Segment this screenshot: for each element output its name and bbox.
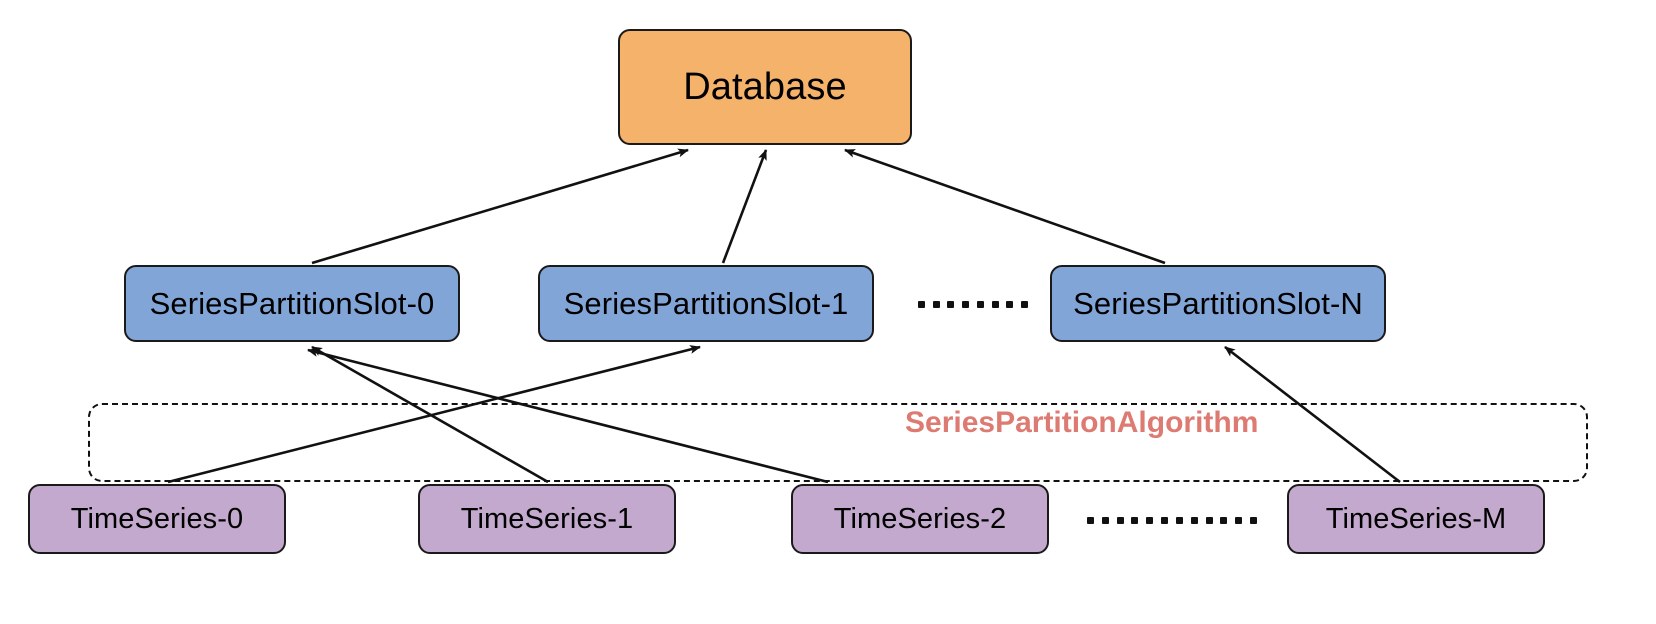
- series-row-ellipsis-icon: [1087, 516, 1257, 524]
- node-series-partition-slot-1[interactable]: SeriesPartitionSlot-1: [538, 265, 874, 342]
- node-series-partition-slot-n-label: SeriesPartitionSlot-N: [1073, 285, 1363, 321]
- series-partition-algorithm-region: [88, 403, 1588, 482]
- node-time-series-m[interactable]: TimeSeries-M: [1287, 484, 1545, 554]
- slot-row-ellipsis-icon: [918, 300, 1028, 308]
- node-time-series-1-label: TimeSeries-1: [460, 502, 634, 535]
- node-time-series-2[interactable]: TimeSeries-2: [791, 484, 1049, 554]
- node-series-partition-slot-0-label: SeriesPartitionSlot-0: [149, 285, 435, 321]
- node-time-series-2-label: TimeSeries-2: [833, 502, 1007, 535]
- node-time-series-0-label: TimeSeries-0: [70, 502, 244, 535]
- node-time-series-1[interactable]: TimeSeries-1: [418, 484, 676, 554]
- node-series-partition-slot-n[interactable]: SeriesPartitionSlot-N: [1050, 265, 1386, 342]
- node-series-partition-slot-1-label: SeriesPartitionSlot-1: [563, 285, 849, 321]
- node-database-label: Database: [683, 65, 847, 108]
- series-partition-algorithm-label: SeriesPartitionAlgorithm: [905, 406, 1259, 439]
- edge-slot1-to-database: [721, 149, 768, 264]
- node-database[interactable]: Database: [618, 29, 912, 145]
- node-series-partition-slot-0[interactable]: SeriesPartitionSlot-0: [124, 265, 460, 342]
- edge-slot0-to-database: [311, 148, 689, 265]
- edge-slotN-to-database: [844, 148, 1166, 265]
- node-time-series-m-label: TimeSeries-M: [1325, 502, 1507, 535]
- node-time-series-0[interactable]: TimeSeries-0: [28, 484, 286, 554]
